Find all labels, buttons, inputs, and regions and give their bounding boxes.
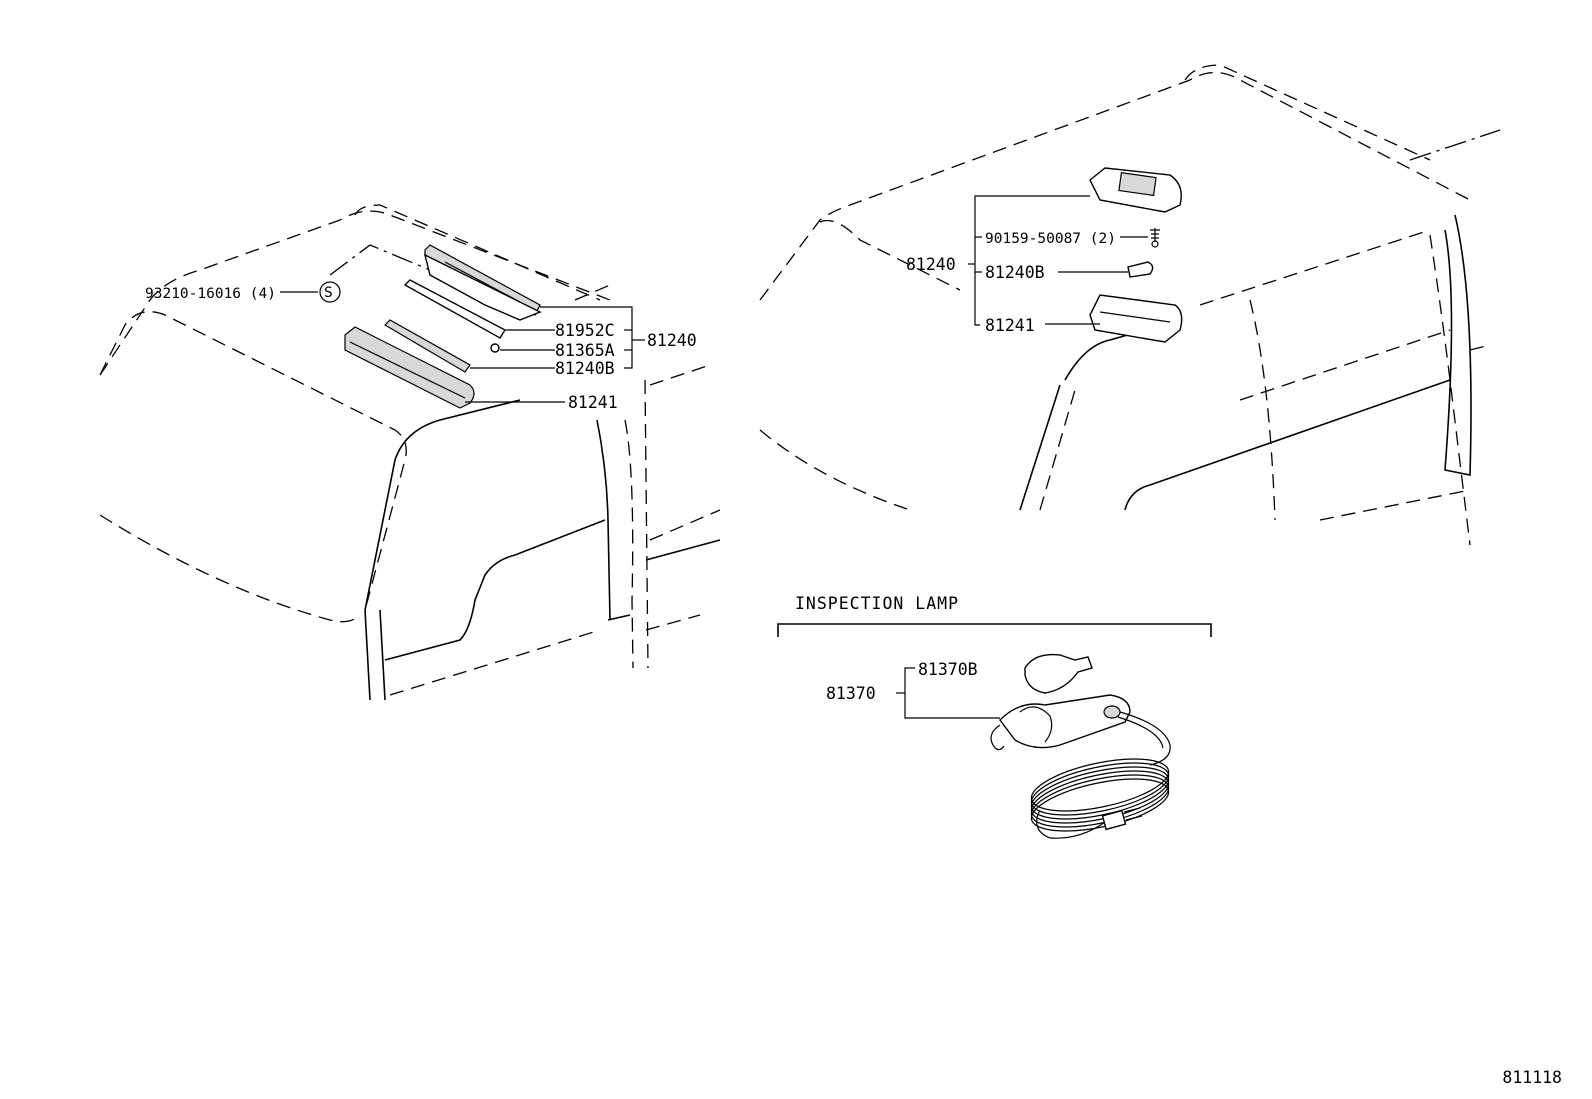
label-81241-left: 81241: [568, 393, 618, 412]
bulb-strip-part: [384, 319, 471, 373]
housing-part: [423, 253, 542, 321]
left-stop-lamp-parts: [319, 244, 542, 409]
right-lamp-parts: [1089, 167, 1183, 343]
label-81240-right: 81240: [906, 255, 956, 274]
label-81370B: 81370B: [918, 660, 978, 679]
right-screw-part: [1150, 228, 1160, 242]
right-vehicle-outline: [759, 64, 1501, 546]
inspection-lamp-section: INSPECTION LAMP 81370B 81370: [777, 594, 1212, 839]
left-labels: 93210-16016 (4) S 81952C 81365A 81240B 8…: [145, 285, 697, 412]
right-bulb-part: [1127, 261, 1154, 278]
clip-part: [490, 343, 500, 353]
label-81240B-left: 81240B: [555, 359, 615, 378]
label-81370: 81370: [826, 684, 876, 703]
label-81241-right: 81241: [985, 316, 1035, 335]
right-labels: 81240 90159-50087 (2) 81240B 81241: [906, 231, 1116, 335]
inspection-lamp-bracket: [777, 623, 1212, 637]
inspection-lamp-title: INSPECTION LAMP: [795, 594, 959, 613]
diagram-id: 811118: [1502, 1068, 1562, 1087]
screw-s-symbol: [319, 281, 341, 303]
label-81952C: 81952C: [555, 321, 615, 340]
inspection-bulb-part: [1024, 653, 1093, 694]
label-81240-left: 81240: [647, 331, 697, 350]
inspection-plug: [1101, 809, 1127, 831]
right-callouts: [968, 195, 1148, 326]
inspection-lamp-body: [999, 694, 1131, 749]
right-lens-part: [1089, 294, 1183, 343]
label-81365A: 81365A: [555, 341, 615, 360]
left-vehicle-outline: [99, 204, 721, 701]
label-93210-16016: 93210-16016 (4): [145, 286, 276, 302]
lens-part: [344, 326, 475, 409]
screw-s-text: S: [324, 285, 333, 301]
left-callouts: [280, 291, 645, 403]
label-90159-50087: 90159-50087 (2): [985, 231, 1116, 247]
label-81240B-right: 81240B: [985, 263, 1045, 282]
inspection-cord-coil: [1030, 758, 1170, 832]
